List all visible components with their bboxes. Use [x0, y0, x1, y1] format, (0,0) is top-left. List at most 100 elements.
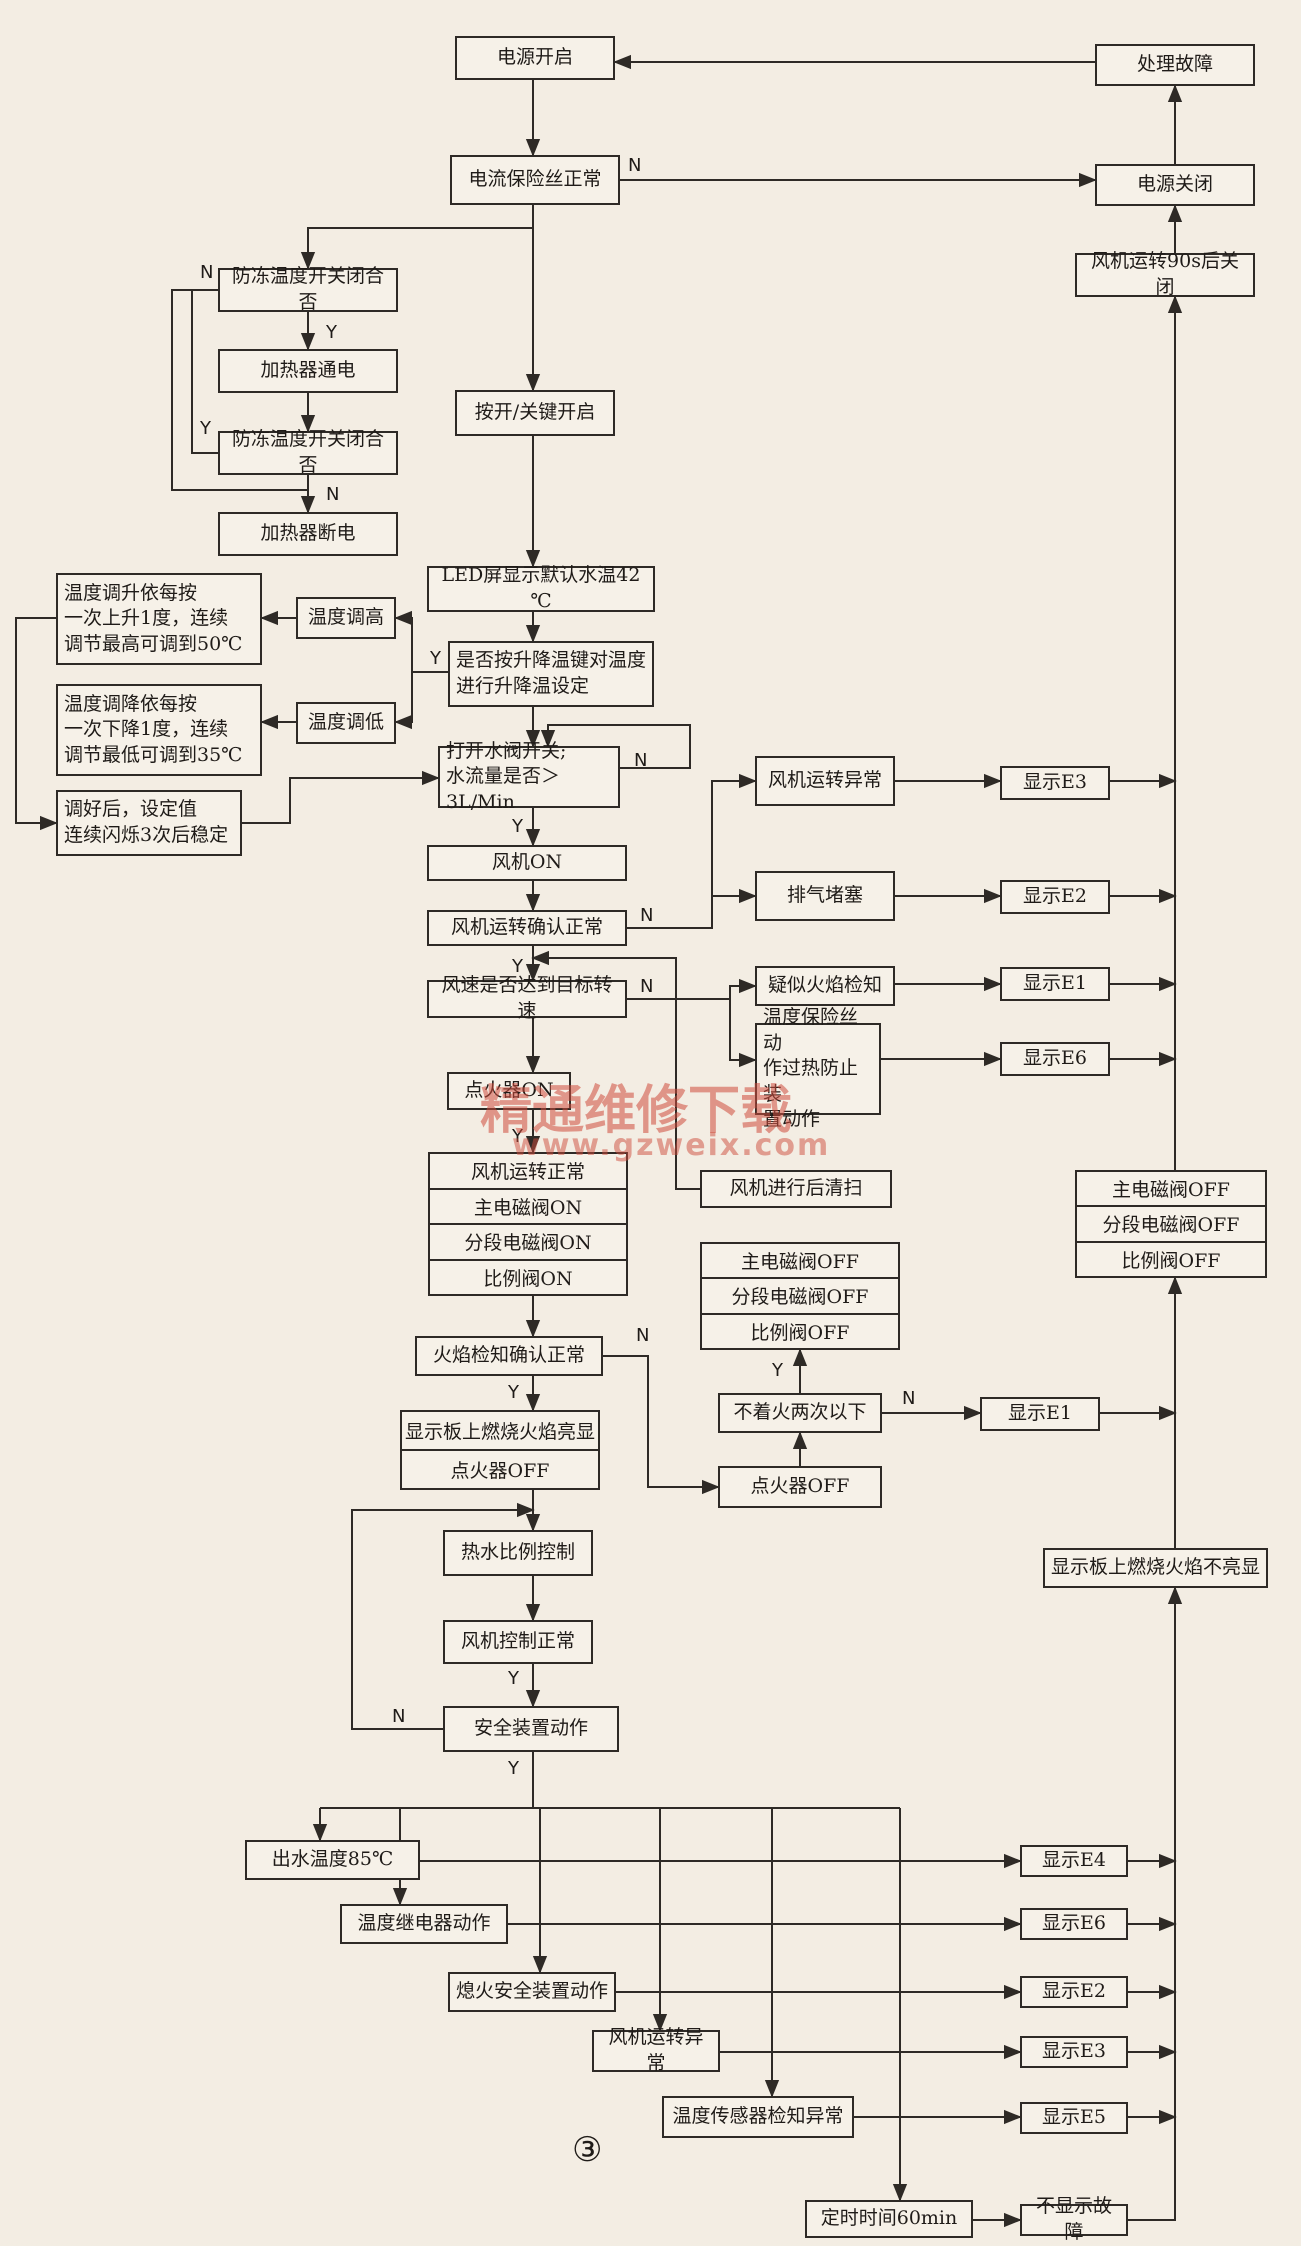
node-igniter-off-left: 点火器OFF [450, 1460, 550, 1482]
stack-off-right: 主电磁阀OFF 分段电磁阀OFF 比例阀OFF [1075, 1170, 1267, 1278]
edge-label-yes: Y [512, 1126, 523, 1147]
edge-label-no: N [634, 750, 648, 771]
edge-label-yes: Y [508, 1382, 519, 1403]
node-igniter-off-right: 点火器OFF [718, 1466, 882, 1508]
node-exhaust-block: 排气堵塞 [755, 871, 895, 921]
node-temp-up: 温度调高 [296, 597, 396, 639]
node-show-e4: 显示E4 [1020, 1845, 1128, 1877]
node-fan-90s-off: 风机运转90s后关闭 [1075, 250, 1255, 298]
node-water-valve: 打开水阀开关; 水流量是否＞3L/Min [438, 740, 620, 813]
node-fan-abnormal-1: 风机运转异常 [755, 756, 895, 806]
node-antifreeze-check-2: 防冻温度开关闭合否 [218, 428, 398, 476]
stack-off-mid: 主电磁阀OFF 分段电磁阀OFF 比例阀OFF [700, 1242, 900, 1350]
stack-run-item: 比例阀ON [483, 1267, 573, 1290]
node-temp-sensor-abn: 温度传感器检知异常 [662, 2096, 854, 2138]
edge-label-yes: Y [430, 648, 441, 669]
stack-off-mid-item: 分段电磁阀OFF [702, 1279, 898, 1315]
edge-label-no: N [636, 1325, 650, 1346]
stack-off-right-item: 比例阀OFF [1121, 1249, 1221, 1272]
edge-label-no: N [640, 976, 654, 997]
connector-line [300, 227, 533, 270]
stack-display-flame: 显示板上燃烧火焰亮显 点火器OFF [400, 1410, 600, 1490]
node-temp-down: 温度调低 [296, 702, 396, 744]
node-igniter-on: 点火器ON [447, 1072, 571, 1110]
node-temp-up-desc: 温度调升依每按 一次上升1度，连续 调节最高可调到50℃ [56, 573, 262, 665]
edge-label-yes: Y [772, 1360, 783, 1381]
edge-label-yes: Y [508, 1758, 519, 1779]
stack-off-right-item: 分段电磁阀OFF [1077, 1207, 1265, 1243]
node-set-blink: 调好后，设定值 连续闪烁3次后稳定 [56, 790, 242, 856]
edge-label-no: N [640, 905, 654, 926]
node-fan-on: 风机ON [427, 845, 627, 881]
edge-label-yes: Y [512, 956, 523, 977]
node-show-e3-1: 显示E3 [1000, 766, 1110, 800]
node-temp-down-desc: 温度调降依每按 一次下降1度，连续 调节最低可调到35℃ [56, 684, 262, 776]
node-show-e6-1: 显示E6 [1000, 1042, 1110, 1076]
node-display-no-flame: 显示板上燃烧火焰不亮显 [1043, 1548, 1268, 1588]
node-show-e2-2: 显示E2 [1020, 1976, 1128, 2008]
edge-label-no: N [326, 484, 340, 505]
edge-label-yes: Y [326, 322, 337, 343]
edge-label-no: N [392, 1706, 406, 1727]
connector-line [540, 724, 691, 769]
stack-off-right-item: 主电磁阀OFF [1077, 1172, 1265, 1208]
node-timer-60: 定时时间60min [805, 2200, 973, 2238]
watermark-text: 精通维修下载 [480, 1080, 793, 1141]
node-handle-fault: 处理故障 [1095, 44, 1255, 86]
stack-off-mid-item: 主电磁阀OFF [702, 1244, 898, 1280]
node-power-off: 电源关闭 [1095, 164, 1255, 206]
node-fan-abnormal-2: 风机运转异常 [592, 2026, 720, 2074]
connector-line [242, 770, 440, 824]
figure-number: ③ [572, 2130, 603, 2170]
connector-line [394, 610, 448, 673]
stack-run-item: 分段电磁阀ON [430, 1225, 626, 1261]
node-post-purge: 风机进行后清扫 [700, 1170, 892, 1208]
watermark-url: www.gzweix.com [512, 1128, 831, 1163]
node-show-e1-1: 显示E1 [1000, 967, 1110, 1001]
connector-line [394, 672, 413, 730]
node-outlet-85: 出水温度85℃ [245, 1840, 420, 1880]
node-show-e6-2: 显示E6 [1020, 1908, 1128, 1940]
connector-line [191, 290, 218, 454]
connector-line [627, 773, 757, 929]
edge-label-no: N [628, 155, 642, 176]
node-hot-water-ctrl: 热水比例控制 [443, 1530, 593, 1576]
connector-line [351, 1502, 535, 1730]
node-temp-relay: 温度继电器动作 [340, 1904, 508, 1944]
node-show-e3-2: 显示E3 [1020, 2036, 1128, 2068]
connector-line [171, 289, 308, 491]
connector-line [531, 950, 700, 1190]
node-temp-set-q: 是否按升降温键对温度 进行升降温设定 [448, 641, 654, 707]
connector-line [729, 986, 757, 1068]
node-flame-ok-q: 火焰检知确认正常 [415, 1336, 603, 1376]
node-no-fault: 不显示故障 [1020, 2195, 1128, 2243]
node-show-e2-1: 显示E2 [1000, 880, 1110, 914]
stack-run-item: 主电磁阀ON [430, 1190, 626, 1225]
node-heater-off: 加热器断电 [218, 512, 398, 556]
node-antifreeze-check-1: 防冻温度开关闭合否 [218, 265, 398, 313]
connector-line [15, 617, 58, 831]
connector-line [1128, 1586, 1183, 2221]
node-heater-on: 加热器通电 [218, 349, 398, 393]
stack-off-mid-item: 比例阀OFF [750, 1321, 850, 1344]
connector-line [603, 1355, 720, 1495]
node-fan-speed-q: 风速是否达到目标转速 [427, 974, 627, 1022]
node-show-e5: 显示E5 [1020, 2102, 1128, 2134]
stack-run: 风机运转正常 主电磁阀ON 分段电磁阀ON 比例阀ON [428, 1152, 628, 1296]
node-fan-ok-q: 风机运转确认正常 [427, 910, 627, 946]
node-false-flame: 疑似火焰检知 [755, 966, 895, 1006]
node-power-on: 电源开启 [455, 36, 615, 80]
node-ign-fail-q: 不着火两次以下 [718, 1393, 882, 1433]
edge-label-yes: Y [200, 418, 211, 439]
stack-run-item: 风机运转正常 [430, 1154, 626, 1190]
edge-label-no: N [902, 1388, 916, 1409]
node-onoff-key: 按开/关键开启 [455, 390, 615, 436]
node-safety-act-q: 安全装置动作 [443, 1706, 619, 1752]
node-fan-ctrl-ok: 风机控制正常 [443, 1620, 593, 1664]
edge-label-yes: Y [512, 816, 523, 837]
node-show-e1-2: 显示E1 [980, 1397, 1100, 1431]
edge-label-no: N [200, 262, 214, 283]
node-led-default: LED屏显示默认水温42 ℃ [427, 564, 655, 612]
